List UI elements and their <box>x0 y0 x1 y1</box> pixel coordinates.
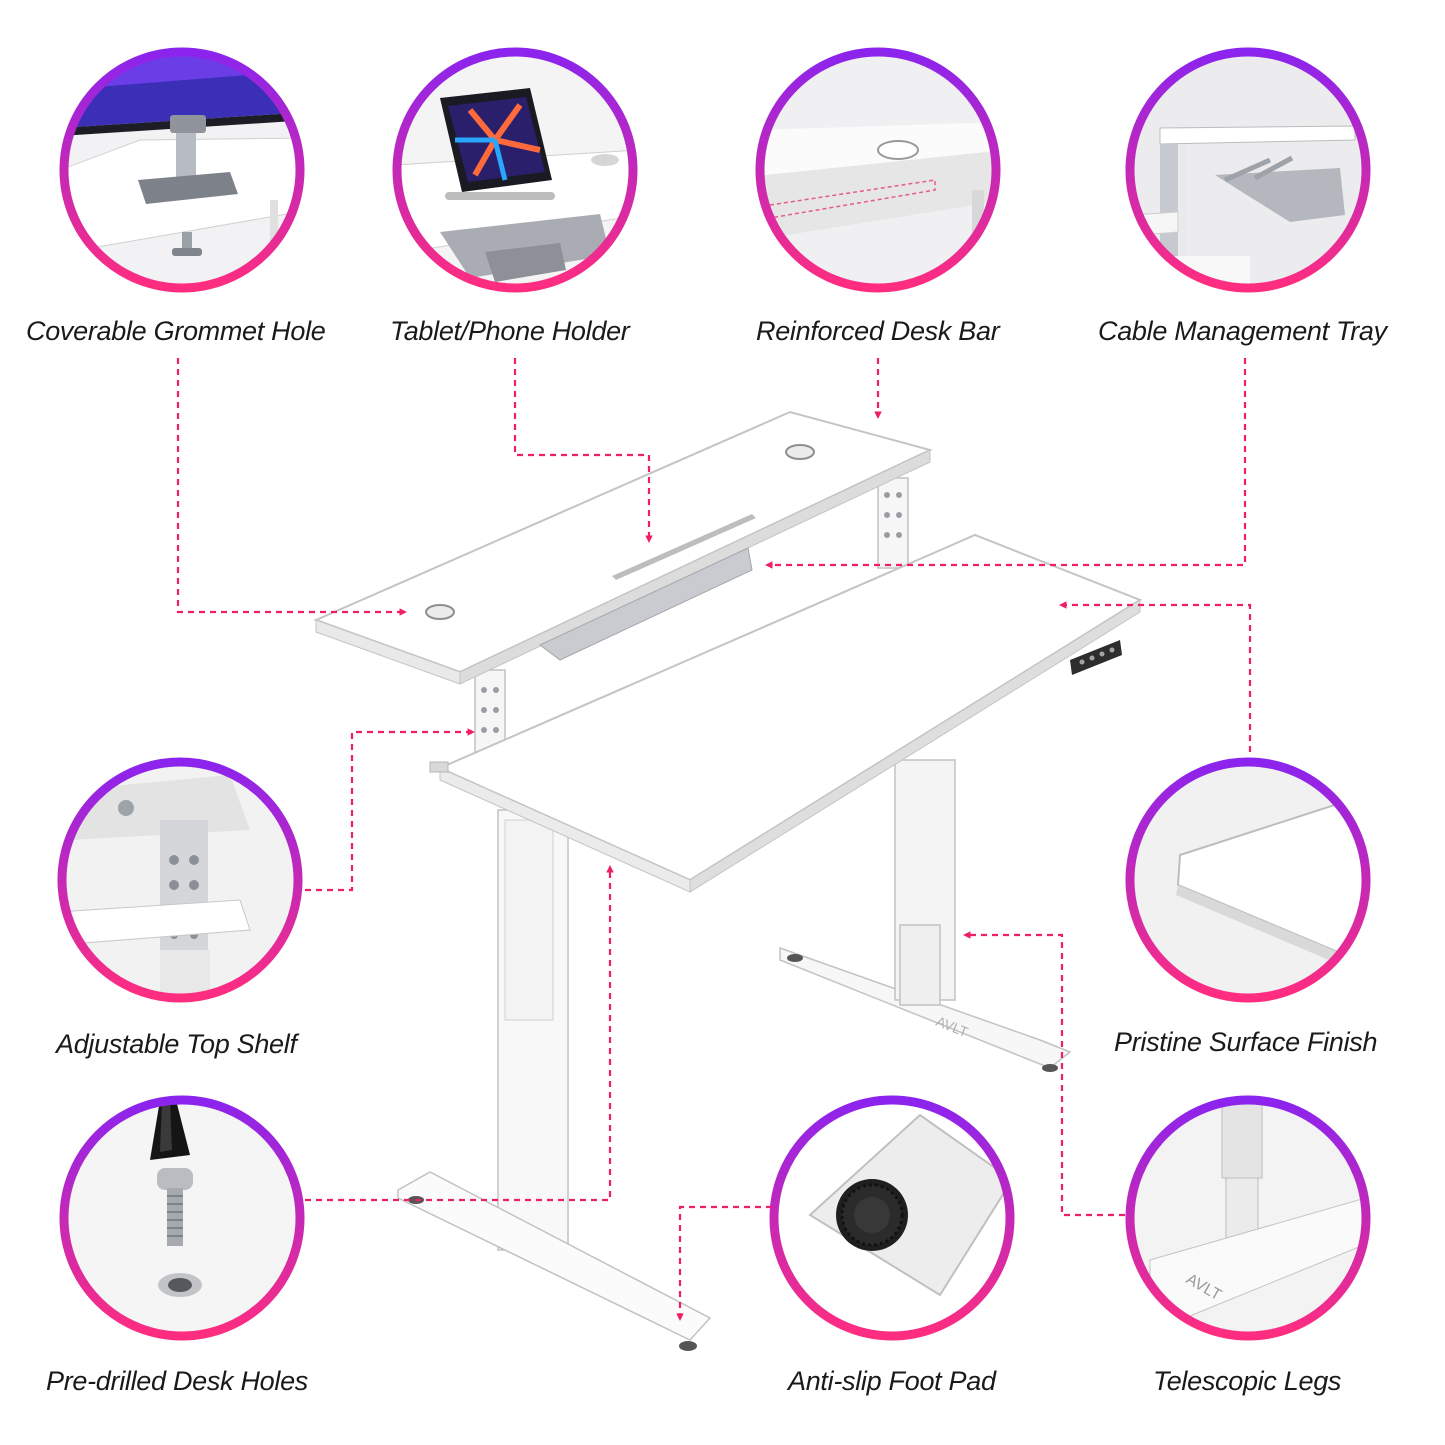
caption-bar: Reinforced Desk Bar <box>756 316 1000 346</box>
telescopic-legs-detail-circle: AVLT <box>1125 1095 1371 1341</box>
caption-grommet: Coverable Grommet Hole <box>26 316 326 346</box>
pointer-tablet <box>513 358 653 543</box>
desk-bar-detail-circle <box>755 47 1001 293</box>
shelf-detail-circle <box>57 757 303 1003</box>
caption-finish: Pristine Surface Finish <box>1114 1027 1378 1057</box>
standing-desk <box>313 410 1143 1351</box>
foot-pad-detail-circle <box>769 1095 1015 1341</box>
pointer-shelf <box>305 728 475 892</box>
caption-legs: Telescopic Legs <box>1153 1366 1342 1396</box>
pointer-legs <box>963 931 1125 1217</box>
pointer-holes <box>305 865 614 1202</box>
callout-pointers <box>176 358 1252 1321</box>
predrilled-holes-detail-circle <box>59 1095 305 1341</box>
caption-tablet: Tablet/Phone Holder <box>390 316 630 346</box>
pointer-grommet <box>176 358 407 616</box>
caption-shelf: Adjustable Top Shelf <box>56 1029 297 1059</box>
surface-finish-detail-circle <box>1125 757 1371 1003</box>
cable-tray-detail-circle <box>1125 47 1371 293</box>
caption-tray: Cable Management Tray <box>1098 316 1387 346</box>
pointer-finish <box>1059 601 1252 752</box>
tablet-holder-detail-circle <box>392 47 638 293</box>
grommet-detail-circle <box>59 47 305 293</box>
pointer-tray <box>765 358 1247 569</box>
pointer-footpad <box>676 1205 772 1321</box>
caption-holes: Pre-drilled Desk Holes <box>46 1366 308 1396</box>
caption-footpad: Anti-slip Foot Pad <box>788 1366 996 1396</box>
